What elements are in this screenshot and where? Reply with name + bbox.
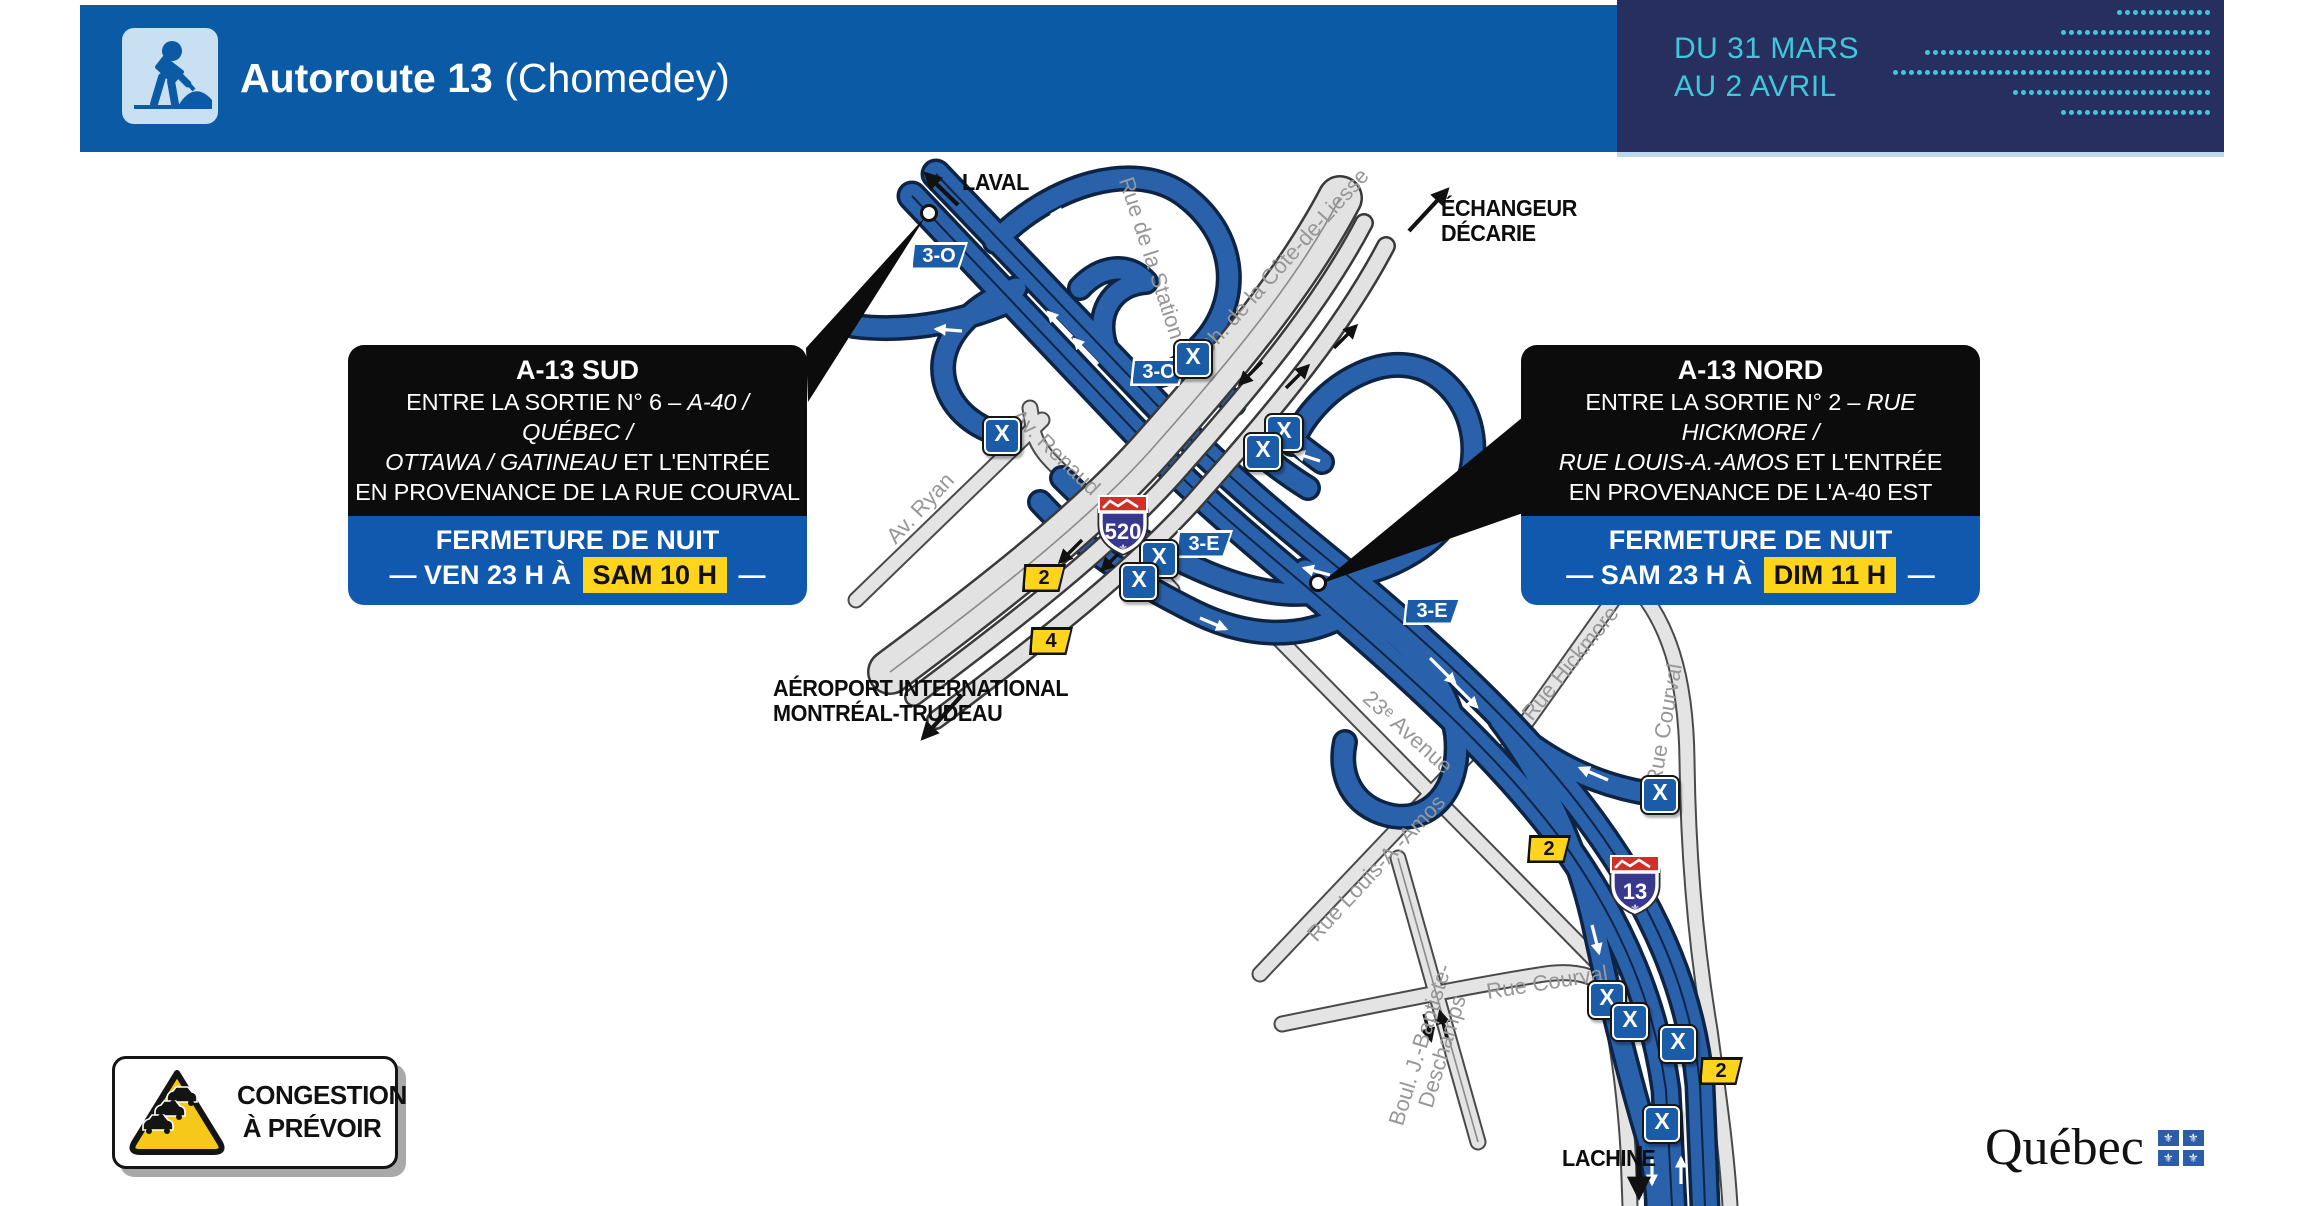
dotted-pattern bbox=[1893, 10, 2210, 115]
exit-number-badge: 3-O bbox=[1130, 358, 1188, 386]
street-name-label: Av. Ryan bbox=[881, 467, 959, 549]
exit-number-badge: 2 bbox=[1527, 835, 1571, 863]
closure-hours: — VEN 23 H À SAM 10 H — bbox=[348, 557, 807, 593]
exit-number-badge: 2 bbox=[1699, 1057, 1743, 1085]
exit-number-badge: 3-O bbox=[910, 242, 968, 270]
closure-anchor-dot bbox=[1309, 574, 1327, 592]
quebec-flag-icon: ⚜⚜⚜⚜ bbox=[2157, 1129, 2204, 1166]
destination-arrows bbox=[920, 171, 1652, 1201]
dotted-pattern-row bbox=[1893, 70, 2210, 75]
congestion-icon bbox=[129, 1070, 225, 1155]
callout-pointers bbox=[806, 204, 1523, 592]
closure-description-line: OTTAWA / GATINEAU ET L'ENTRÉE bbox=[385, 449, 770, 475]
highlighted-time: DIM 11 H bbox=[1763, 557, 1897, 593]
dotted-pattern-row bbox=[2061, 30, 2210, 35]
exit-number-badge: 3-E bbox=[1403, 597, 1461, 625]
date-banner: DU 31 MARS AU 2 AVRIL bbox=[1617, 0, 2224, 157]
closure-title: A-13 NORD bbox=[1677, 355, 1824, 385]
header-bar: Autoroute 13 (Chomedey) bbox=[80, 5, 1617, 152]
closure-x-marker: X bbox=[1610, 1002, 1650, 1042]
closure-description-line: ENTRE LA SORTIE N° 6 – A-40 / QUÉBEC / bbox=[406, 389, 749, 445]
exit-number-badge: 3-E bbox=[1175, 530, 1233, 558]
roadwork-icon bbox=[122, 28, 218, 124]
closure-schedule: FERMETURE DE NUIT — SAM 23 H À DIM 11 H … bbox=[1521, 516, 1980, 605]
page-title: Autoroute 13 (Chomedey) bbox=[240, 55, 730, 101]
route-shield-13: 13 ⚜ bbox=[1606, 855, 1664, 921]
highlighted-time: SAM 10 H bbox=[582, 557, 728, 593]
closure-schedule: FERMETURE DE NUIT — VEN 23 H À SAM 10 H … bbox=[348, 516, 807, 605]
street-name-label: Rue Courval bbox=[1641, 661, 1687, 787]
quebec-logo: Québec ⚜⚜⚜⚜ bbox=[1985, 1118, 2204, 1177]
exit-number-badge: 2 bbox=[1022, 564, 1066, 592]
fleur-de-lis-icon: ⚜ bbox=[1630, 903, 1640, 915]
street-name-label: Rue Hickmore bbox=[1516, 600, 1624, 726]
closure-description-line: EN PROVENANCE DE LA RUE COURVAL bbox=[355, 479, 800, 505]
closure-type-label: FERMETURE DE NUIT bbox=[435, 525, 720, 555]
dotted-pattern-row bbox=[2061, 110, 2210, 115]
traffic-arrows bbox=[933, 207, 1688, 1187]
closure-x-marker: X bbox=[1119, 562, 1159, 602]
destination-label: LAVAL bbox=[962, 169, 1029, 195]
street-name-label: Boul. J.-Baptiste- Deschamps bbox=[1383, 960, 1471, 1129]
closure-type-label: FERMETURE DE NUIT bbox=[1608, 525, 1893, 555]
street-name-label: Ch. de la Côte-de-Liesse bbox=[1192, 163, 1374, 361]
destination-label: AÉROPORT INTERNATIONAL MONTRÉAL-TRUDEAU bbox=[773, 675, 1069, 726]
dotted-pattern-row bbox=[2013, 90, 2210, 95]
closure-x-marker: X bbox=[982, 416, 1022, 456]
closure-title: A-13 SUD bbox=[515, 355, 640, 385]
closure-description: A-13 SUD ENTRE LA SORTIE N° 6 – A-40 / Q… bbox=[348, 345, 807, 516]
closure-anchor-dot bbox=[920, 204, 938, 222]
closure-hours: — SAM 23 H À DIM 11 H — bbox=[1521, 557, 1980, 593]
quebec-wordmark: Québec bbox=[1985, 1119, 2144, 1176]
closure-x-marker: X bbox=[1640, 775, 1680, 815]
closure-x-marker: X bbox=[1173, 339, 1213, 379]
dotted-pattern-row bbox=[1925, 50, 2210, 55]
exit-number-badge: 4 bbox=[1029, 627, 1073, 655]
date-range: DU 31 MARS AU 2 AVRIL bbox=[1674, 32, 1860, 103]
dotted-pattern-row bbox=[2117, 10, 2210, 15]
svg-text:13: 13 bbox=[1623, 879, 1647, 904]
closure-description: A-13 NORD ENTRE LA SORTIE N° 2 – RUE HIC… bbox=[1521, 345, 1980, 516]
closure-x-marker: X bbox=[1243, 432, 1283, 472]
street-name-label: 23ᵉ Avenue bbox=[1358, 685, 1458, 779]
closure-description-line: RUE LOUIS-A.-AMOS ET L'ENTRÉE bbox=[1558, 449, 1943, 475]
street-name-label: Rue Louis-A.-Amos bbox=[1301, 789, 1451, 947]
route-shield-520: 520 ⚜ bbox=[1094, 495, 1152, 561]
closure-callout-a13-nord: A-13 NORD ENTRE LA SORTIE N° 2 – RUE HIC… bbox=[1521, 345, 1980, 605]
closure-description-line: ENTRE LA SORTIE N° 2 – RUE HICKMORE / bbox=[1585, 389, 1916, 445]
destination-label: LACHINE bbox=[1562, 1145, 1656, 1171]
street-name-label: Rue de la Station bbox=[1114, 173, 1190, 343]
closure-x-marker: X bbox=[1658, 1024, 1698, 1064]
fleur-de-lis-icon: ⚜ bbox=[1118, 543, 1128, 555]
closure-callout-a13-sud: A-13 SUD ENTRE LA SORTIE N° 6 – A-40 / Q… bbox=[348, 345, 807, 605]
closure-x-marker: X bbox=[1642, 1104, 1682, 1144]
street-name-label: Av. Renaud bbox=[1006, 403, 1106, 501]
closure-description-line: EN PROVENANCE DE L'A-40 EST bbox=[1568, 479, 1933, 505]
svg-text:520: 520 bbox=[1105, 519, 1142, 544]
destination-label: ÉCHANGEUR DÉCARIE bbox=[1441, 195, 1577, 246]
